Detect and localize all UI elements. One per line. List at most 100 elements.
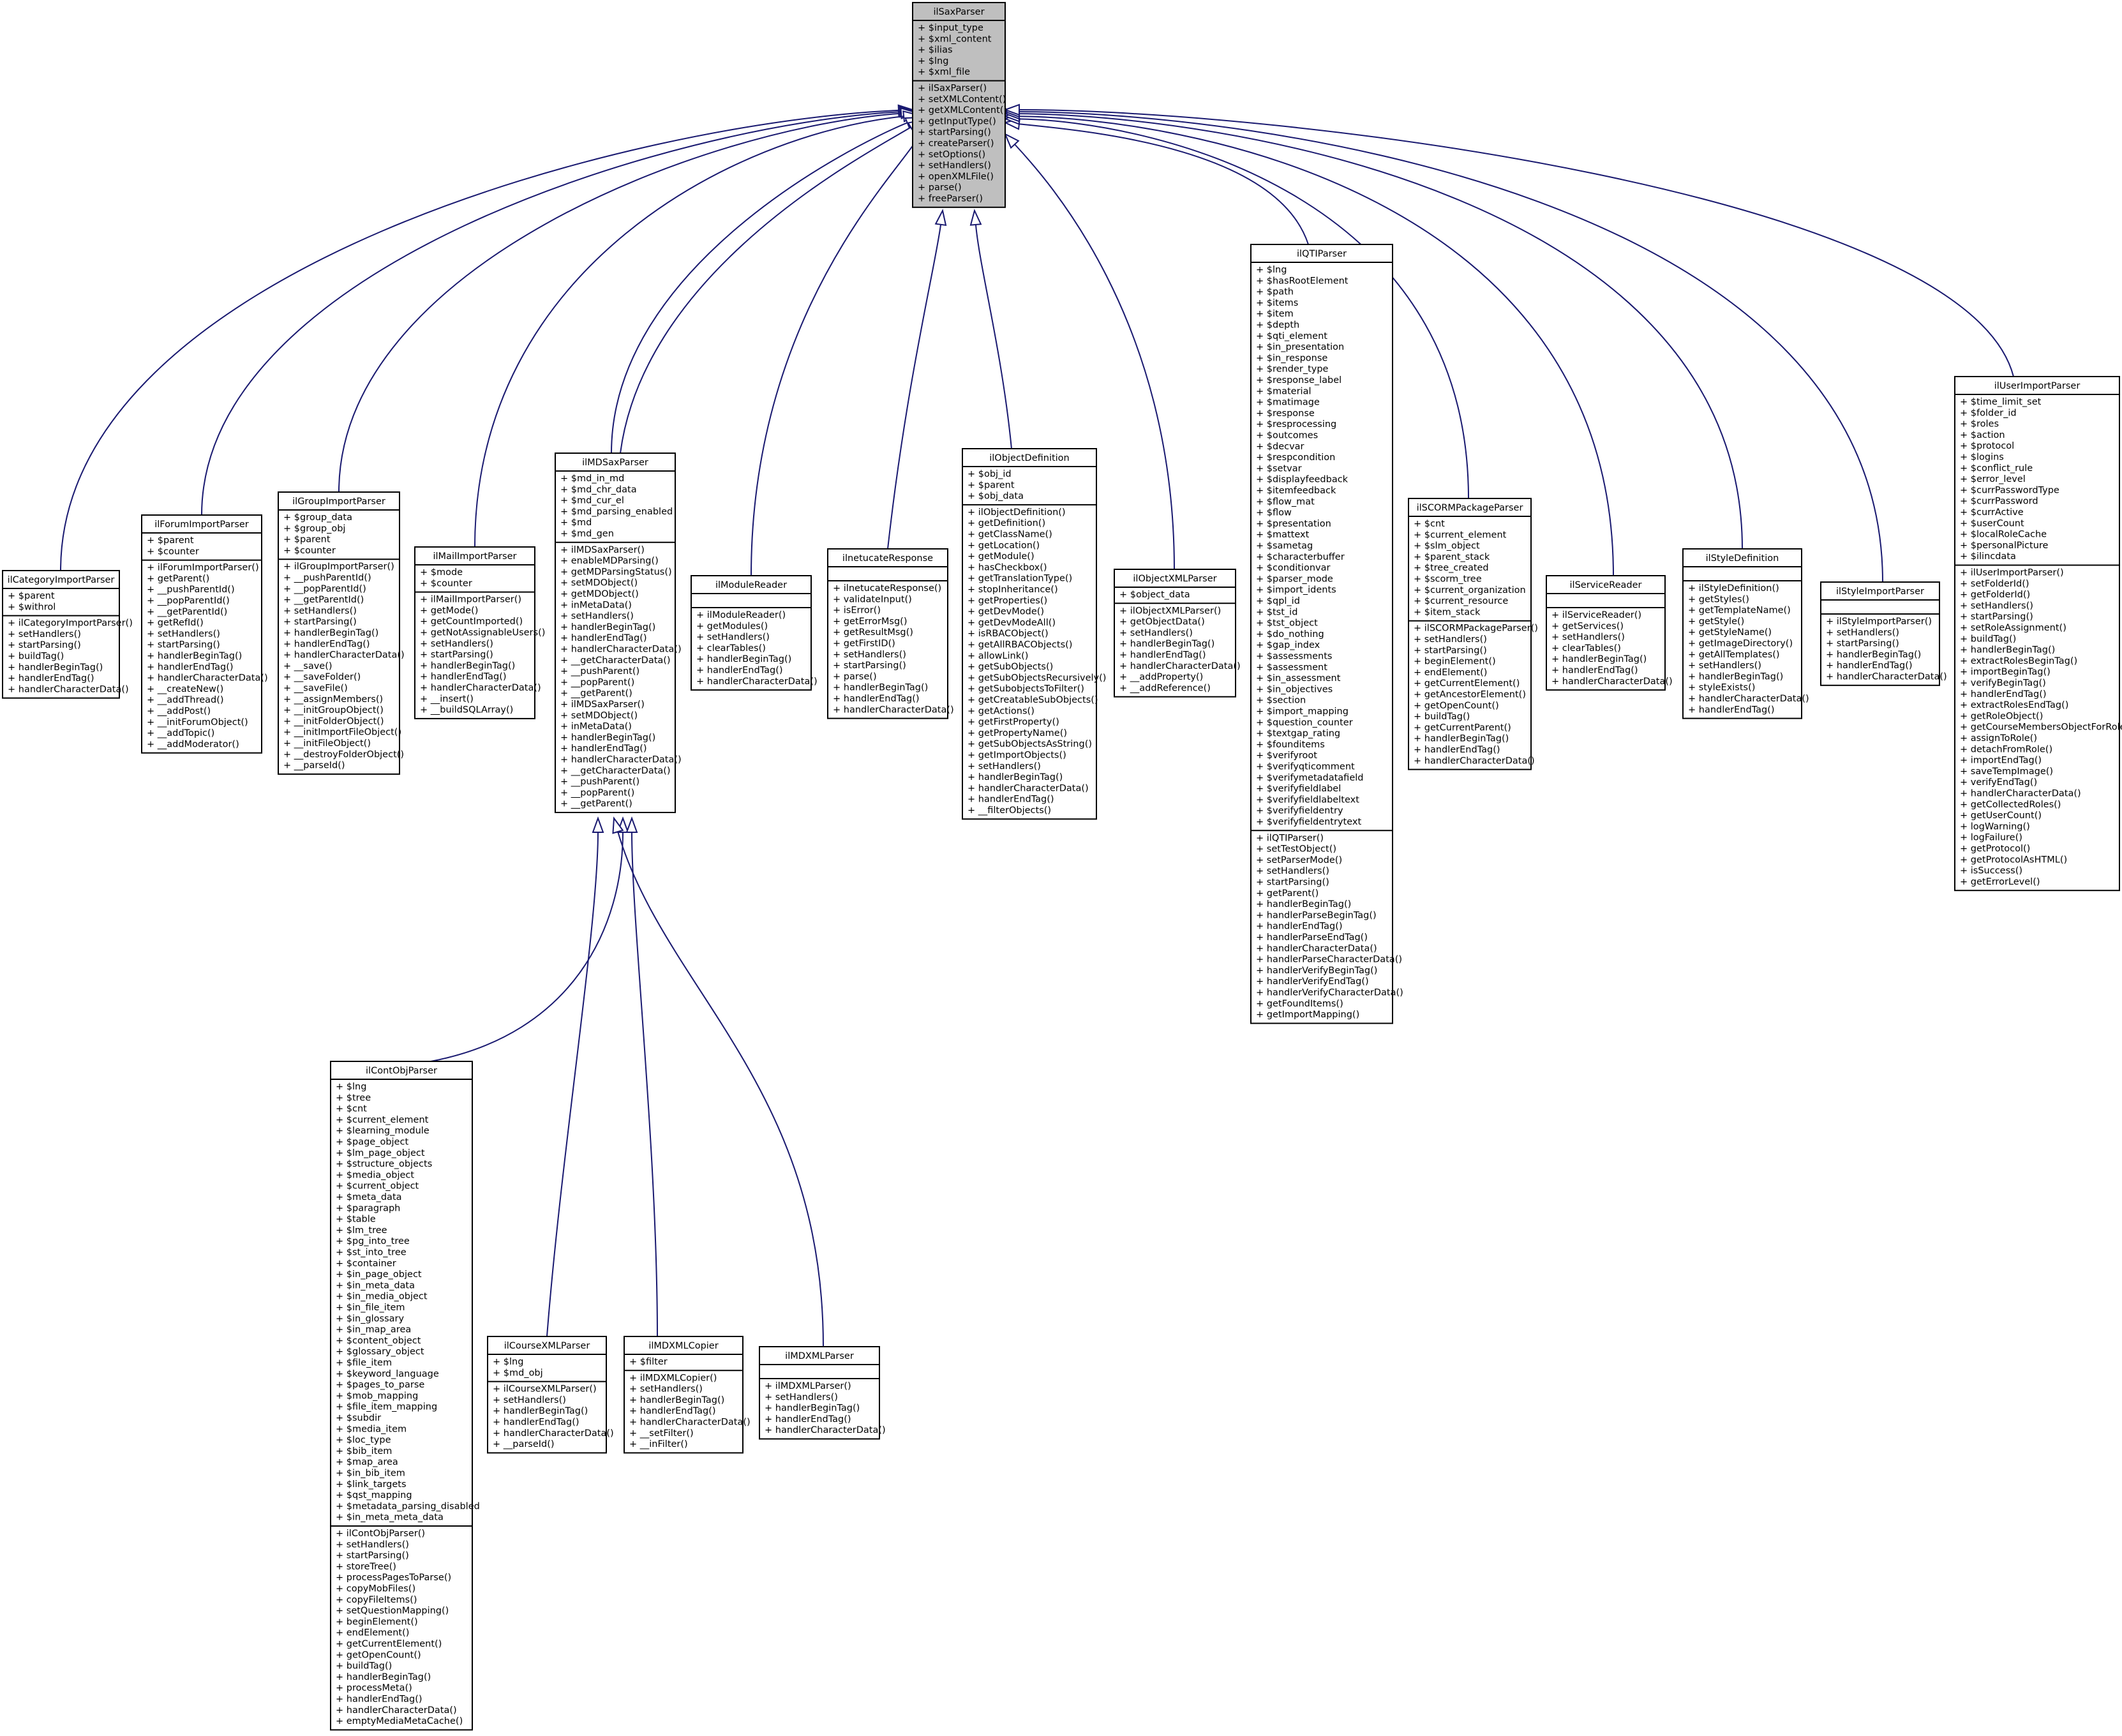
class-box-frame — [624, 1336, 743, 1454]
class-method: + handlerBeginTag() — [696, 654, 791, 664]
class-attribute: + $in_bib_item — [336, 1469, 405, 1479]
inheritance-arrowhead — [1003, 103, 1020, 116]
class-method: + setHandlers() — [283, 606, 357, 616]
class-box-frame — [487, 1336, 607, 1454]
class-attribute: + $counter — [147, 546, 199, 557]
class-method: + freeParser() — [918, 194, 983, 204]
class-method: + __saveFolder() — [283, 672, 361, 682]
class-method: + extractRolesEndTag() — [1960, 700, 2068, 710]
class-box-ilStyleImportParser[interactable]: ilStyleImportParser+ ilStyleImportParser… — [1820, 581, 1947, 686]
class-method: + __createNew() — [147, 684, 223, 694]
class-method: + __popParent() — [560, 788, 634, 798]
class-method: + handlerEndTag() — [560, 633, 647, 643]
class-method: + __buildSQLArray() — [420, 705, 513, 715]
class-method: + __pushParent() — [560, 777, 639, 787]
class-box-ilnetucateResponse[interactable]: ilnetucateResponse+ ilnetucateResponse()… — [827, 548, 954, 719]
class-method: + __addThread() — [147, 695, 224, 705]
class-attribute: + $conditionvar — [1256, 563, 1330, 573]
class-method: + __popParentId() — [147, 596, 230, 606]
class-attribute: + $in_meta_meta_data — [336, 1513, 444, 1523]
class-method: + getParent() — [1256, 888, 1319, 899]
class-attribute: + $slm_object — [1414, 541, 1480, 551]
class-box-ilObjectXMLParser[interactable]: ilObjectXMLParser+ $object_data+ ilObjec… — [1114, 569, 1241, 698]
class-attribute: + $founditems — [1256, 740, 1325, 750]
class-method: + getCollectedRoles() — [1960, 800, 2061, 810]
class-method: + openXMLFile() — [918, 172, 994, 182]
class-box-frame — [141, 514, 262, 754]
class-box-ilCourseXMLParser[interactable]: ilCourseXMLParser+ $lng+ $md_obj+ ilCour… — [487, 1336, 614, 1454]
class-method: + getProperties() — [968, 595, 1047, 606]
class-method: + verifyEndTag() — [1960, 777, 2037, 788]
inheritance-edge-ilnetucateResponse — [887, 209, 947, 550]
class-method: + ilObjectXMLParser() — [1119, 606, 1221, 616]
class-method: + __inFilter() — [629, 1439, 688, 1449]
class-method: + handlerEndTag() — [1688, 705, 1775, 715]
class-box-ilCategoryImportParser[interactable]: ilCategoryImportParser+ $parent+ $withro… — [2, 570, 133, 699]
class-attribute: + $resprocessing — [1256, 419, 1336, 430]
class-method: + __addTopic() — [147, 728, 214, 738]
class-box-ilMDXMLParser[interactable]: ilMDXMLParser+ ilMDXMLParser()+ setHandl… — [759, 1346, 886, 1440]
class-method: + handlerCharacterData() — [696, 677, 818, 687]
class-method: + importBeginTag() — [1960, 667, 2051, 677]
class-box-ilMDXMLCopier[interactable]: ilMDXMLCopier+ $filter+ ilMDXMLCopier()+… — [624, 1336, 751, 1454]
class-box-frame — [912, 2, 1006, 208]
class-method: + handlerBeginTag() — [1551, 654, 1647, 664]
class-box-ilObjectDefinition[interactable]: ilObjectDefinition+ $obj_id+ $parent+ $o… — [962, 448, 1106, 820]
class-box-ilMDSaxParser[interactable]: ilMDSaxParser+ $md_in_md+ $md_chr_data+ … — [555, 453, 682, 813]
class-method: + getCreatableSubObjects() — [968, 695, 1098, 705]
class-method: + setQuestionMapping() — [336, 1606, 449, 1616]
class-method: + setHandlers() — [833, 650, 906, 660]
class-method: + __getCharacterData() — [560, 766, 671, 776]
class-attribute: + $paragraph — [336, 1203, 400, 1213]
class-attribute: + $parser_mode — [1256, 574, 1333, 584]
class-method: + handlerEndTag() — [8, 673, 94, 684]
class-method: + ilGroupImportParser() — [283, 562, 394, 572]
class-attribute: + $page_object — [336, 1137, 408, 1148]
class-box-ilUserImportParser[interactable]: ilUserImportParser+ $time_limit_set+ $fo… — [1954, 376, 2122, 892]
class-method: + logWarning() — [1960, 821, 2030, 832]
class-method: + setMDObject() — [560, 578, 638, 588]
class-attribute: + $userCount — [1960, 518, 2024, 528]
class-box-ilServiceReader[interactable]: ilServiceReader+ ilServiceReader()+ getS… — [1546, 575, 1673, 691]
inheritance-edge-ilUserImportParser — [1003, 103, 2014, 377]
class-attribute: + $table — [336, 1215, 376, 1225]
class-attribute: + $in_assessment — [1256, 673, 1341, 684]
class-name: ilGroupImportParser — [292, 497, 385, 507]
class-box-ilQTIParser[interactable]: ilQTIParser+ $lng+ $hasRootElement+ $pat… — [1250, 244, 1403, 1024]
class-attribute: + $qti_element — [1256, 331, 1327, 341]
class-attribute: + $currActive — [1960, 507, 2024, 518]
class-attribute: + $presentation — [1256, 519, 1331, 529]
class-method: + __saveFile() — [283, 684, 348, 694]
class-attribute: + $group_obj — [283, 523, 345, 534]
class-attribute: + $protocol — [1960, 441, 2014, 451]
class-method: + getFirstID() — [833, 639, 895, 649]
class-method: + getRefId() — [147, 618, 204, 628]
class-attribute: + $tree — [336, 1093, 371, 1103]
class-box-ilSaxParser[interactable]: ilSaxParser+ $input_type+ $xml_content+ … — [912, 2, 1007, 208]
class-box-frame — [278, 491, 400, 775]
class-box-ilSCORMPackageParser[interactable]: ilSCORMPackageParser+ $cnt+ $current_ele… — [1408, 498, 1538, 770]
class-attribute: + $bib_item — [336, 1446, 392, 1456]
class-attribute: + $loc_type — [336, 1435, 391, 1446]
class-box-ilStyleDefinition[interactable]: ilStyleDefinition+ ilStyleDefinition()+ … — [1682, 548, 1809, 719]
class-attribute: + $lm_page_object — [336, 1148, 425, 1158]
class-method: + startParsing() — [283, 617, 357, 627]
class-box-ilForumImportParser[interactable]: ilForumImportParser+ $parent+ $counter+ … — [141, 514, 268, 754]
class-method: + handlerBeginTag() — [147, 651, 242, 661]
edge-line — [1014, 144, 1175, 570]
class-method: + handlerBeginTag() — [1688, 671, 1783, 682]
class-method: + endElement() — [1414, 668, 1487, 678]
edge-line — [1019, 116, 1614, 576]
class-box-ilContObjParser[interactable]: ilContObjParser+ $lng+ $tree+ $cnt+ $cur… — [330, 1061, 480, 1731]
class-method: + validateInput() — [833, 594, 912, 604]
class-method: + setHandlers() — [968, 761, 1041, 772]
class-box-ilMailImportParser[interactable]: ilMailImportParser+ $mode+ $counter+ ilM… — [414, 546, 545, 719]
class-attribute: + $counter — [283, 546, 336, 556]
class-method: + setHandlers() — [1414, 634, 1487, 645]
class-box-ilModuleReader[interactable]: ilModuleReader+ ilModuleReader()+ getMod… — [691, 575, 818, 691]
class-method: + getDevMode() — [968, 607, 1044, 617]
class-box-ilGroupImportParser[interactable]: ilGroupImportParser+ $group_data+ $group… — [278, 491, 405, 775]
class-attribute: + $action — [1960, 430, 2005, 440]
class-attribute: + $flow_mat — [1256, 497, 1315, 507]
